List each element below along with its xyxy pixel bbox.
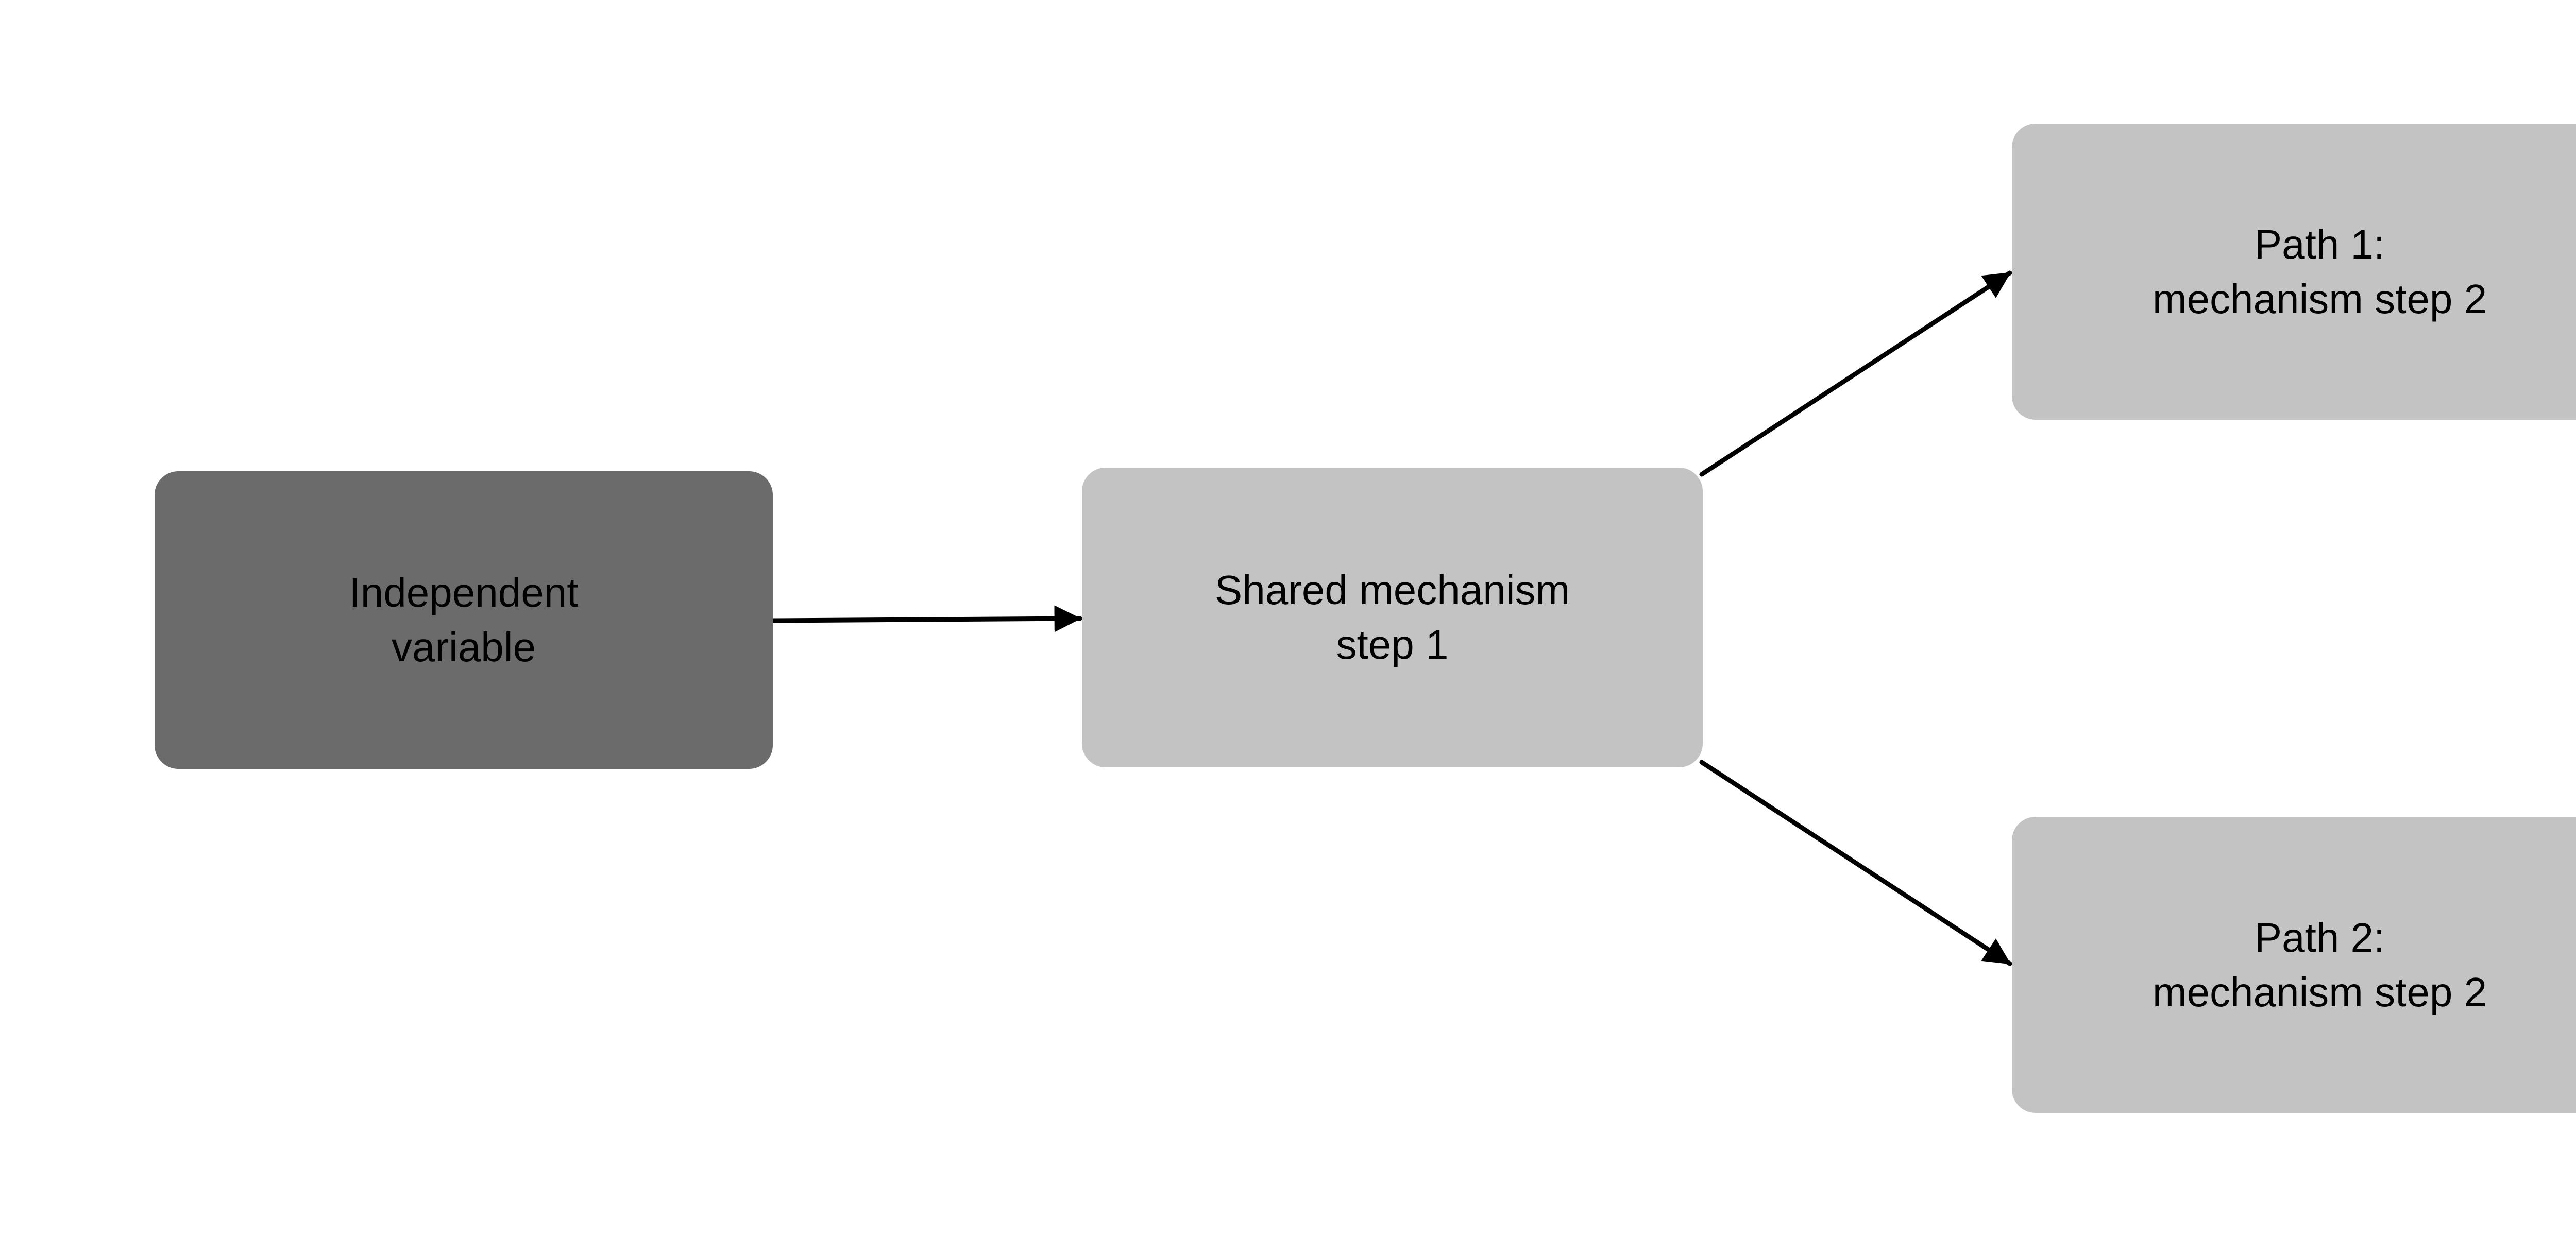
node-path-1-mechanism-step-2: Path 1: mechanism step 2 bbox=[2012, 124, 2576, 420]
edge-shared-to-path1 bbox=[1699, 270, 2012, 477]
node-label: Path 1: mechanism step 2 bbox=[2152, 221, 2487, 322]
node-path-2-mechanism-step-2: Path 2: mechanism step 2 bbox=[2012, 817, 2576, 1113]
node-label: Path 2: mechanism step 2 bbox=[2152, 914, 2487, 1015]
edge-independent-to-shared bbox=[769, 605, 1082, 632]
node-shared-mechanism-step-1: Shared mechanism step 1 bbox=[1082, 468, 1703, 767]
edge-shared-to-path2 bbox=[1699, 760, 2012, 966]
node-independent-variable: Independent variable bbox=[155, 471, 773, 769]
node-label: Independent variable bbox=[349, 570, 579, 670]
node-label: Shared mechanism step 1 bbox=[1214, 567, 1570, 667]
